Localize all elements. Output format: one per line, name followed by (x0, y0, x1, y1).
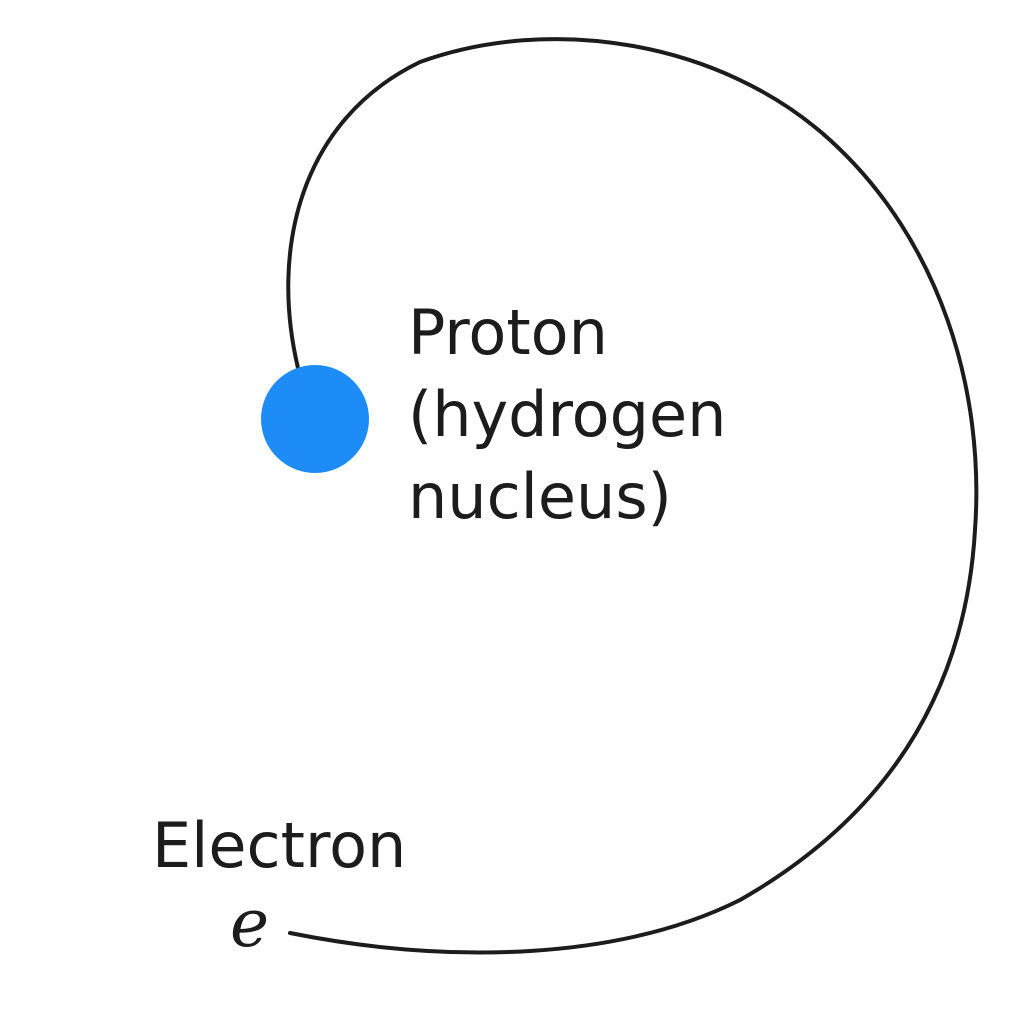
proton-label: Proton (hydrogen nucleus) (408, 292, 726, 538)
proton-label-line-2: (hydrogen (408, 378, 727, 451)
proton-nucleus (261, 365, 369, 473)
proton-label-line-3: nucleus) (408, 460, 672, 533)
electron-label: Electron (152, 809, 407, 882)
electron-symbol: e (230, 885, 270, 962)
proton-label-line-1: Proton (408, 296, 608, 369)
electron-orbit-path (286, 37, 979, 955)
